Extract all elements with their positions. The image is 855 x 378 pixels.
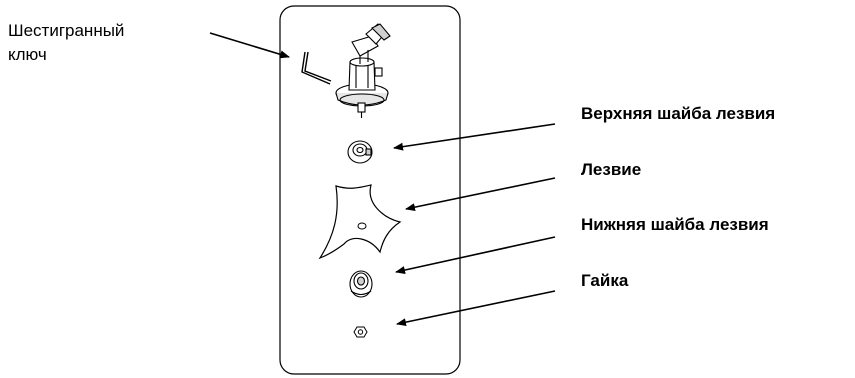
hex-key-arrow	[209, 32, 290, 59]
hex-key-label: Шестигранный ключ	[8, 19, 124, 67]
hex-key-label-line1: Шестигранный	[8, 21, 125, 40]
lower-washer	[349, 270, 373, 298]
lower-washer-arrow	[395, 236, 556, 274]
hex-key-label-line2: ключ	[8, 45, 47, 64]
upper-washer	[347, 140, 373, 164]
upper-washer-arrow	[393, 123, 556, 151]
blade-label: Лезвие	[581, 160, 642, 179]
blade-holder-assembly	[335, 23, 391, 118]
lower-washer-label: Нижняя шайба лезвия	[581, 215, 769, 234]
blade	[318, 184, 402, 260]
nut	[353, 326, 368, 338]
nut-label: Гайка	[581, 271, 629, 290]
nut-arrow	[396, 290, 556, 327]
upper-washer-label: Верхняя шайба лезвия	[581, 104, 776, 123]
hex-key	[301, 51, 332, 85]
blade-arrow	[405, 177, 556, 212]
blade-center-hole	[357, 222, 367, 230]
